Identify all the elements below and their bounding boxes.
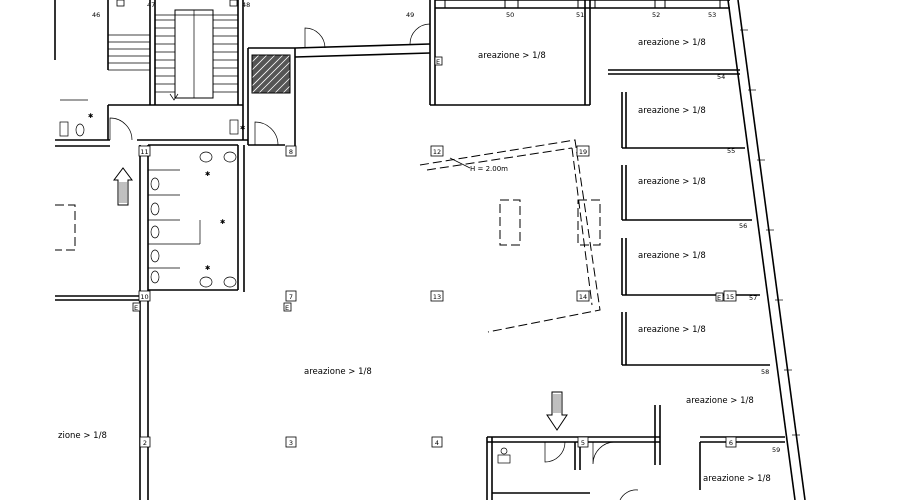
wall-number: 56 <box>739 222 747 230</box>
arrow-up-icon <box>113 167 133 206</box>
svg-text:14: 14 <box>579 293 587 301</box>
svg-text:5: 5 <box>581 439 585 447</box>
lift-shaft <box>251 54 291 94</box>
structural-walls <box>54 0 806 500</box>
svg-text:13: 13 <box>433 293 441 301</box>
room-label: areazione > 1/8 <box>638 251 706 261</box>
svg-text:7: 7 <box>289 293 293 301</box>
room-label: areazione > 1/8 <box>703 474 771 484</box>
column-marker: 12 <box>430 145 444 157</box>
sanitary-fixtures: ✱ ✱ ✱ ✱ ✱ <box>59 99 511 464</box>
dashed-outlines <box>55 139 601 333</box>
svg-text:✱: ✱ <box>220 218 225 226</box>
doors <box>109 23 639 500</box>
svg-text:E: E <box>285 304 289 312</box>
wall-numbers: 46 47 48 49 50 51 52 53 54 55 56 57 58 5… <box>92 1 780 454</box>
column-marker: 14 <box>576 290 590 302</box>
wall-number: 48 <box>242 1 250 9</box>
column-marker: 13 <box>430 290 444 302</box>
room-label: areazione > 1/8 <box>638 177 706 187</box>
wall-number: 49 <box>406 11 414 19</box>
column-marker: 10 <box>138 290 151 302</box>
room-label: areazione > 1/8 <box>638 325 706 335</box>
wall-number: 59 <box>772 446 780 454</box>
wall-number: 55 <box>727 147 735 155</box>
column-marker: 5 <box>577 436 589 448</box>
room-label: areazione > 1/8 <box>478 51 546 61</box>
column-marker: 3 <box>285 436 297 448</box>
svg-text:19: 19 <box>579 148 587 156</box>
room-label: areazione > 1/8 <box>304 367 372 377</box>
svg-text:E: E <box>134 304 138 312</box>
wall-number: 51 <box>576 11 584 19</box>
svg-text:12: 12 <box>433 148 441 156</box>
wall-number: 52 <box>652 11 660 19</box>
room-label-cut: zione > 1/8 <box>58 431 107 441</box>
column-marker: 15 <box>723 290 737 302</box>
column-marker: 11 <box>138 145 151 157</box>
wall-number: 54 <box>717 73 725 81</box>
svg-text:✱: ✱ <box>205 264 210 272</box>
svg-text:8: 8 <box>289 148 293 156</box>
svg-text:2: 2 <box>143 439 147 447</box>
wall-number: 53 <box>708 11 716 19</box>
svg-text:E: E <box>436 58 440 66</box>
column-marker: 19 <box>576 145 590 157</box>
svg-text:11: 11 <box>140 148 148 156</box>
svg-text:6: 6 <box>729 439 733 447</box>
column-markers: 2 3 4 5 6 7 8 10 11 12 13 14 15 19 E E E… <box>116 0 737 448</box>
wall-number: 57 <box>749 294 757 302</box>
svg-text:E: E <box>717 294 721 302</box>
column-marker: 8 <box>285 145 297 157</box>
svg-text:✱: ✱ <box>205 170 210 178</box>
room-label: areazione > 1/8 <box>686 396 754 406</box>
arrow-down-icon <box>546 391 568 431</box>
room-labels: areazione > 1/8 areazione > 1/8 areazion… <box>58 38 771 484</box>
svg-text:✱: ✱ <box>240 124 245 132</box>
wall-number: 46 <box>92 11 100 19</box>
column-marker: 2 <box>139 436 151 448</box>
room-label: areazione > 1/8 <box>638 38 706 48</box>
height-note: H = 2.00m <box>470 165 508 173</box>
room-label: areazione > 1/8 <box>638 106 706 116</box>
svg-text:4: 4 <box>435 439 439 447</box>
stair <box>108 9 238 101</box>
svg-text:3: 3 <box>289 439 293 447</box>
window-segments <box>444 0 800 436</box>
column-marker: 7 <box>285 290 297 302</box>
wall-number: 47 <box>147 1 155 9</box>
direction-arrows <box>113 167 568 431</box>
wall-number: 50 <box>506 11 514 19</box>
svg-text:15: 15 <box>726 293 734 301</box>
column-marker: 6 <box>725 436 737 448</box>
wall-number: 58 <box>761 368 769 376</box>
column-marker: 4 <box>431 436 443 448</box>
svg-text:10: 10 <box>140 293 148 301</box>
svg-text:✱: ✱ <box>88 112 93 120</box>
